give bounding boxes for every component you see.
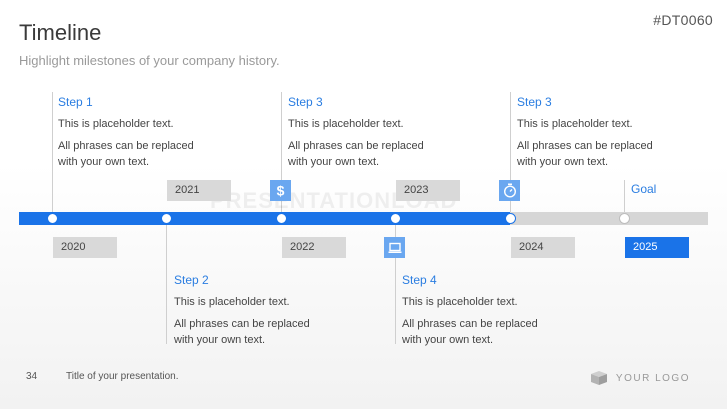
step-label: Step 1	[58, 95, 93, 109]
step-label: Step 3	[517, 95, 552, 109]
laptop-icon	[384, 237, 405, 258]
step-text: with your own text.	[402, 334, 494, 346]
step-text: All phrases can be replaced	[288, 140, 424, 152]
step-text: with your own text.	[517, 156, 609, 168]
step-block-2: Step 2 This is placeholder text. All phr…	[174, 273, 354, 348]
footer-title: Title of your presentation.	[66, 371, 179, 382]
page-title: Timeline	[19, 20, 102, 45]
step-label: Step 2	[174, 273, 209, 287]
year-label-2024: 2024	[511, 237, 575, 258]
step-label: Step 3	[288, 95, 323, 109]
step-label: Step 4	[402, 273, 437, 287]
connector-line-step-3	[281, 92, 282, 214]
year-label-2020: 2020	[53, 237, 117, 258]
step-block-1: Step 1 This is placeholder text. All phr…	[58, 95, 238, 170]
step-text: This is placeholder text.	[288, 118, 404, 130]
step-block-5: Step 3 This is placeholder text. All phr…	[517, 95, 697, 170]
year-label-2023: 2023	[396, 180, 460, 201]
timeline-dot-2024	[505, 213, 516, 224]
step-text: All phrases can be replaced	[58, 140, 194, 152]
timeline-dot-2025	[619, 213, 630, 224]
logo-icon	[590, 371, 607, 385]
year-label-2022: 2022	[282, 237, 346, 258]
page-number: 34	[26, 371, 38, 382]
step-text: All phrases can be replaced	[402, 318, 538, 330]
year-label-2021: 2021	[167, 180, 231, 201]
page-subtitle: Highlight milestones of your company his…	[19, 53, 280, 68]
step-block-4: Step 4 This is placeholder text. All phr…	[402, 273, 582, 348]
connector-line-step-5	[510, 92, 511, 214]
connector-line-step-4	[395, 222, 396, 344]
dollar-icon: $	[270, 180, 291, 201]
timeline-dot-2023	[390, 213, 401, 224]
step-text: This is placeholder text.	[517, 118, 633, 130]
step-text: All phrases can be replaced	[517, 140, 653, 152]
slide-code: #DT0060	[653, 12, 713, 28]
goal-label: Goal	[631, 182, 657, 196]
step-text: This is placeholder text.	[402, 296, 518, 308]
timeline-dot-2022	[276, 213, 287, 224]
timeline-bar-progress	[19, 212, 510, 225]
step-text: This is placeholder text.	[58, 118, 174, 130]
connector-line-step-2	[166, 222, 167, 344]
connector-line-goal	[624, 180, 625, 214]
step-text: This is placeholder text.	[174, 296, 290, 308]
step-block-3: Step 3 This is placeholder text. All phr…	[288, 95, 468, 170]
company-logo: YOUR LOGO	[590, 370, 690, 386]
timeline-dot-2021	[161, 213, 172, 224]
logo-text: YOUR LOGO	[615, 372, 690, 384]
svg-text:$: $	[277, 183, 285, 198]
connector-line-step-1	[52, 92, 53, 214]
timeline-dot-2020	[47, 213, 58, 224]
step-text: with your own text.	[58, 156, 150, 168]
step-text: All phrases can be replaced	[174, 318, 310, 330]
stopwatch-icon	[499, 180, 520, 201]
year-label-2025: 2025	[625, 237, 689, 258]
step-text: with your own text.	[174, 334, 266, 346]
step-text: with your own text.	[288, 156, 380, 168]
